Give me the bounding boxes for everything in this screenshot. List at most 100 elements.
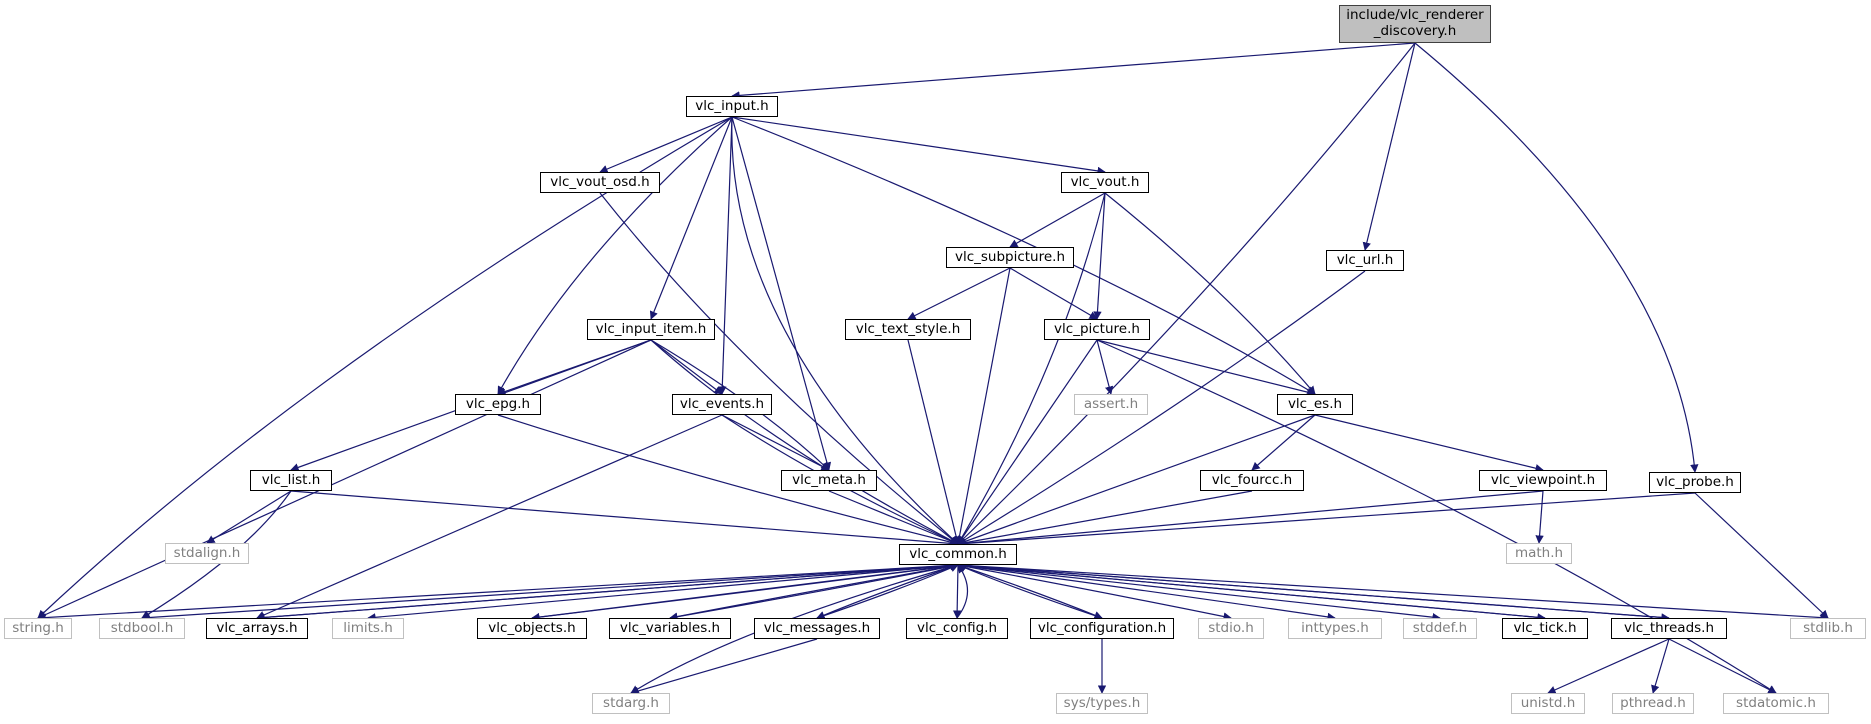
edge-vlc_subpicture-to-vlc_text_style <box>907 267 1011 320</box>
edge-vlc_es-to-vlc_viewpoint <box>1314 414 1544 473</box>
edge-vlc_input_item-to-vlc_events <box>650 339 723 395</box>
node-math: math.h <box>1506 543 1572 564</box>
edge-vlc_threads-to-stdatomic <box>1668 638 1777 694</box>
node-vlc-probe[interactable]: vlc_probe.h <box>1649 472 1741 493</box>
edge-vlc_vout-to-vlc_subpicture <box>1009 192 1106 248</box>
edge-vlc_config-to-vlc_common <box>956 564 969 619</box>
node-vlc-text-style[interactable]: vlc_text_style.h <box>845 319 971 340</box>
node-sys-types: sys/types.h <box>1056 693 1148 714</box>
edge-vlc_picture-to-vlc_es <box>1096 339 1316 397</box>
edge-vlc_vout_osd-to-vlc_common <box>599 192 959 545</box>
edge-vlc_events-to-vlc_meta <box>721 414 830 471</box>
edge-vlc_list-to-stdalign <box>206 490 292 544</box>
edge-root-to-vlc_url <box>1362 42 1416 251</box>
edge-vlc_probe-to-stdlib <box>1694 492 1829 619</box>
edge-vlc_subpicture-to-vlc_picture <box>1009 267 1098 320</box>
edge-vlc_meta-to-vlc_common <box>828 490 959 546</box>
edge-vlc_common-to-string <box>37 564 959 622</box>
edge-vlc_input_item-to-string <box>37 339 652 619</box>
node-vlc-fourcc[interactable]: vlc_fourcc.h <box>1200 470 1304 491</box>
edge-vlc_input-to-vlc_vout <box>731 116 1106 176</box>
edge-vlc_objects-to-vlc_common <box>531 561 959 619</box>
node-vlc-vout-osd[interactable]: vlc_vout_osd.h <box>540 172 660 193</box>
edge-vlc_vout-to-vlc_es <box>1104 192 1316 395</box>
node-assert: assert.h <box>1074 394 1148 415</box>
edge-vlc_es-to-vlc_fourcc <box>1251 414 1316 471</box>
edge-vlc_common-to-stdio <box>957 564 1232 621</box>
node-stdalign: stdalign.h <box>165 543 249 564</box>
edge-vlc_variables-to-vlc_common <box>669 562 959 619</box>
node-unistd: unistd.h <box>1511 693 1585 714</box>
edge-vlc_input-to-vlc_epg <box>497 116 733 395</box>
node-vlc-messages[interactable]: vlc_messages.h <box>754 618 880 639</box>
edge-vlc_threads-to-vlc_common <box>957 561 1670 619</box>
edge-vlc_input-to-vlc_input_item <box>649 116 733 320</box>
node-vlc-variables[interactable]: vlc_variables.h <box>609 618 731 639</box>
edge-vlc_text_style-to-vlc_common <box>907 339 961 545</box>
node-stdbool: stdbool.h <box>99 618 185 639</box>
node-vlc-threads[interactable]: vlc_threads.h <box>1611 618 1727 639</box>
edge-vlc_common-to-stddef <box>957 564 1441 622</box>
edge-vlc_events-to-vlc_arrays <box>256 414 723 619</box>
node-vlc-es[interactable]: vlc_es.h <box>1277 394 1353 415</box>
edge-root-to-vlc_common <box>957 42 1416 545</box>
edge-vlc_picture-to-vlc_common <box>957 339 1098 545</box>
node-inttypes: inttypes.h <box>1288 618 1382 639</box>
edge-root-to-vlc_input <box>731 42 1416 100</box>
edge-vlc_arrays-to-vlc_common <box>256 561 959 619</box>
node-vlc-common[interactable]: vlc_common.h <box>899 544 1017 565</box>
node-stddef: stddef.h <box>1403 618 1477 639</box>
node-vlc-tick[interactable]: vlc_tick.h <box>1502 618 1588 639</box>
edge-vlc_common-to-stdlib <box>957 564 1829 622</box>
edge-vlc_common-to-vlc_configuration <box>957 564 1103 620</box>
node-vlc-vout[interactable]: vlc_vout.h <box>1061 172 1149 193</box>
edge-vlc_viewpoint-to-math <box>1535 490 1544 544</box>
node-vlc-url[interactable]: vlc_url.h <box>1326 250 1404 271</box>
node-vlc-objects[interactable]: vlc_objects.h <box>477 618 587 639</box>
node-limits: limits.h <box>332 618 404 639</box>
edge-vlc_picture-to-stdatomic <box>1096 339 1777 694</box>
edge-vlc_input-to-vlc_vout_osd <box>599 116 733 173</box>
node-vlc-meta[interactable]: vlc_meta.h <box>781 470 877 491</box>
node-vlc-epg[interactable]: vlc_epg.h <box>455 394 541 415</box>
node-vlc-events[interactable]: vlc_events.h <box>672 394 772 415</box>
edge-vlc_probe-to-vlc_common <box>957 492 1696 548</box>
node-vlc-subpicture[interactable]: vlc_subpicture.h <box>946 247 1074 268</box>
edge-root-to-vlc_probe <box>1414 42 1699 473</box>
edge-vlc_epg-to-vlc_common <box>497 414 959 547</box>
edge-vlc_tick-to-vlc_common <box>957 561 1546 619</box>
edge-vlc_list-to-vlc_common <box>290 490 959 548</box>
edge-vlc_viewpoint-to-vlc_common <box>957 490 1544 548</box>
edge-vlc_vout-to-vlc_picture <box>1093 192 1106 320</box>
node-vlc-renderer-discovery[interactable]: include/vlc_renderer _discovery.h <box>1339 5 1491 43</box>
node-stdatomic: stdatomic.h <box>1723 693 1829 714</box>
edge-vlc_input_item-to-vlc_common <box>650 339 959 545</box>
edge-vlc_threads-to-unistd <box>1547 638 1670 694</box>
node-vlc-arrays[interactable]: vlc_arrays.h <box>206 618 308 639</box>
edge-vlc_common-to-vlc_config <box>952 564 962 619</box>
edge-vlc_es-to-vlc_common <box>957 414 1316 546</box>
node-vlc-list[interactable]: vlc_list.h <box>250 470 332 491</box>
node-pthread: pthread.h <box>1612 693 1694 714</box>
edge-vlc_common-to-limits <box>367 564 959 622</box>
node-vlc-config[interactable]: vlc_config.h <box>906 618 1008 639</box>
node-stdlib: stdlib.h <box>1790 618 1866 639</box>
node-stdio: stdio.h <box>1198 618 1264 639</box>
edge-vlc_messages-to-vlc_common <box>816 564 959 619</box>
edge-vlc_input-to-vlc_meta <box>731 116 832 471</box>
node-vlc-picture[interactable]: vlc_picture.h <box>1044 319 1150 340</box>
node-vlc-viewpoint[interactable]: vlc_viewpoint.h <box>1479 470 1607 491</box>
edge-vlc_common-to-vlc_messages <box>816 564 959 620</box>
edge-vlc_vout-to-vlc_common <box>957 192 1106 545</box>
node-vlc-input-item[interactable]: vlc_input_item.h <box>587 319 715 340</box>
edge-vlc_input-to-vlc_common <box>731 116 959 545</box>
node-stdarg: stdarg.h <box>592 693 670 714</box>
edge-vlc_fourcc-to-vlc_common <box>957 490 1253 547</box>
node-vlc-configuration[interactable]: vlc_configuration.h <box>1030 618 1174 639</box>
edge-vlc_common-to-inttypes <box>957 564 1336 622</box>
edge-vlc_configuration-to-vlc_common <box>957 564 1103 619</box>
node-vlc-input[interactable]: vlc_input.h <box>686 96 778 117</box>
edge-vlc_url-to-vlc_common <box>957 270 1366 545</box>
edge-vlc_common-to-stdbool <box>141 564 959 622</box>
